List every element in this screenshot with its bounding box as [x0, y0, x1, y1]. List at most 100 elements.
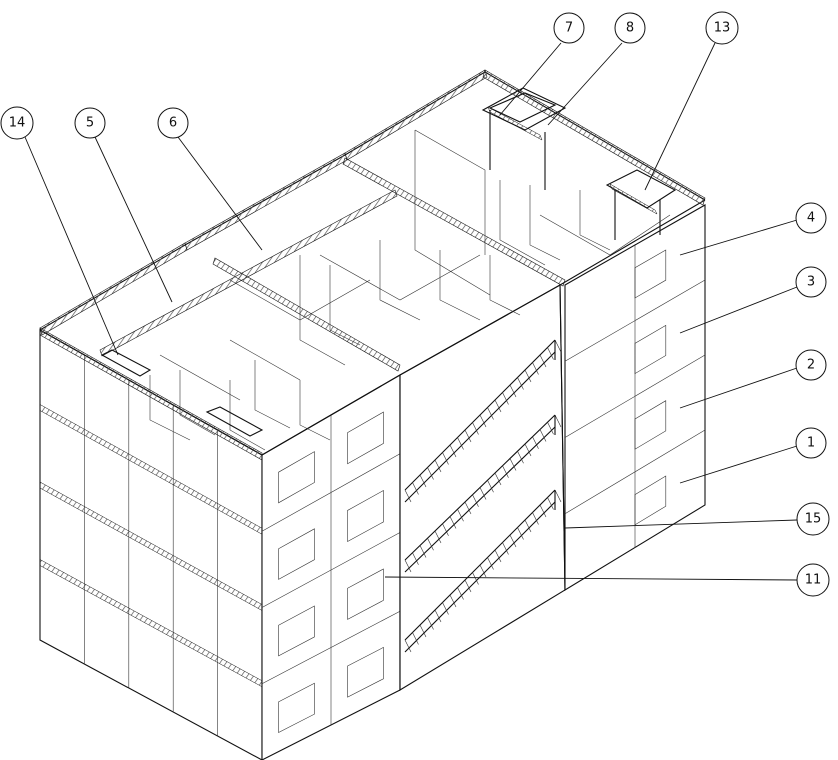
callout-1-label: 1 [807, 436, 815, 451]
callout-7-label: 7 [565, 21, 573, 36]
stair-tread [464, 579, 472, 593]
leader-13 [644, 42, 716, 191]
callout-13-label: 13 [714, 21, 731, 36]
stair-tread [419, 474, 427, 488]
callout-2: 2 [795, 349, 827, 381]
stair-tread [509, 534, 517, 548]
callout-5: 5 [74, 107, 106, 139]
stair-tread [464, 429, 472, 443]
window-opening [278, 528, 315, 580]
stair-tread [554, 414, 562, 428]
stair-tread [547, 422, 554, 435]
stair-tread [427, 617, 434, 630]
callout-3-label: 3 [807, 275, 815, 290]
stair-tread [442, 452, 449, 465]
leader-5 [94, 136, 173, 303]
leader-6 [177, 136, 263, 251]
front-facade [39, 329, 263, 760]
leader-4 [679, 219, 798, 256]
window-opening [634, 475, 667, 526]
stair-tread [532, 512, 539, 525]
side-facade-left-block [261, 374, 401, 760]
leader-15 [564, 519, 798, 529]
stair-tread [494, 549, 502, 563]
stair-tread [404, 489, 412, 503]
stair-tread [479, 564, 487, 578]
open-top-floor [39, 69, 706, 461]
stair-tread [494, 399, 502, 413]
stair-tread [412, 482, 419, 495]
leader-7 [499, 42, 562, 116]
stair-tread [472, 422, 479, 435]
window-opening [278, 451, 315, 504]
stair-tread [479, 414, 487, 428]
callout-7: 7 [553, 12, 585, 44]
stair-tread [449, 516, 457, 529]
stair-tread [442, 602, 449, 615]
callout-14-label: 14 [9, 116, 26, 131]
callout-8-label: 8 [626, 21, 634, 36]
stair-tread [539, 504, 547, 518]
callout-layer: 1 2 3 4 5 6 7 8 [0, 11, 830, 597]
stair-tread [517, 527, 524, 540]
stair-stringer [404, 351, 556, 503]
stair-tread [487, 407, 494, 420]
stair-tread [434, 530, 442, 544]
stair-stringer [404, 501, 556, 653]
stair-tread [457, 437, 464, 450]
stair-tread [487, 480, 494, 493]
callout-14: 14 [0, 106, 34, 140]
window-opening [347, 646, 384, 698]
callout-2-label: 2 [807, 358, 815, 373]
stair-tread [434, 609, 442, 623]
leader-14 [24, 136, 119, 356]
stair-tread [524, 443, 532, 457]
stair-tread [509, 384, 517, 398]
stair-tread [457, 587, 464, 600]
stair-core [399, 284, 566, 691]
stair-tread [442, 523, 449, 536]
callout-15-label: 15 [805, 512, 822, 527]
right-block-facade [564, 204, 706, 591]
window-opening [347, 489, 384, 543]
stair-tread [404, 559, 412, 573]
stair-tread [472, 572, 479, 585]
stair-tread [539, 354, 547, 368]
leader-3 [679, 286, 798, 334]
stair-tread [494, 472, 502, 486]
stair-tread [419, 545, 427, 558]
stair-tread [427, 467, 434, 480]
stair-tread [524, 369, 532, 383]
callout-5-label: 5 [86, 116, 94, 131]
callout-6: 6 [157, 107, 189, 139]
stair-tread [532, 362, 539, 375]
stair-tread [532, 436, 539, 449]
stair-tread [419, 624, 427, 638]
stair-tread [517, 451, 524, 464]
leader-1 [679, 445, 798, 484]
leader-11 [384, 576, 798, 581]
callout-11-label: 11 [805, 573, 822, 588]
window-opening [634, 400, 667, 450]
stair-tread [464, 501, 472, 515]
stair-tread [539, 429, 547, 442]
stair-tread [502, 542, 509, 555]
stair-tread [487, 557, 494, 570]
leader-2 [679, 367, 798, 409]
window-opening [634, 324, 667, 375]
window-opening [347, 411, 384, 465]
callout-13: 13 [705, 11, 739, 45]
stair-tread [517, 377, 524, 390]
stair-tread [457, 509, 464, 522]
stair-tread [502, 465, 509, 478]
stair-tread [502, 392, 509, 405]
callout-11: 11 [796, 563, 830, 597]
stair-tread [427, 538, 434, 551]
stair-tread [434, 459, 442, 473]
stair-tread [554, 339, 562, 353]
stair-tread [404, 639, 412, 653]
callout-8: 8 [614, 12, 646, 44]
stair-tread [554, 489, 562, 503]
callout-1: 1 [795, 427, 827, 459]
